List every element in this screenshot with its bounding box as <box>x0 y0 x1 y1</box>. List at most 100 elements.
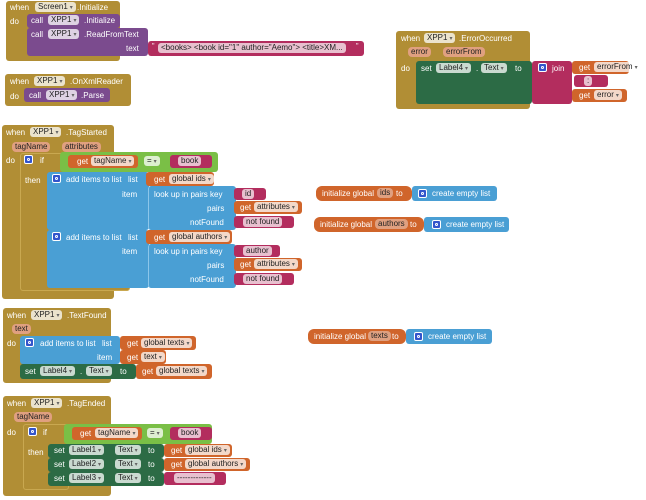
init-label: initialize global <box>320 220 373 229</box>
to-label: to <box>515 64 522 73</box>
init-label: initialize global <box>322 189 375 198</box>
set-label4-text-block[interactable] <box>20 364 136 379</box>
lookup-pairs-ids-block[interactable] <box>148 186 236 230</box>
set-label: set <box>54 474 65 483</box>
item-label: item <box>97 353 113 362</box>
when-label: when <box>6 128 26 137</box>
string-value[interactable]: : <box>584 76 593 86</box>
list-label: list <box>102 339 112 348</box>
init-label: initialize global <box>314 332 367 341</box>
string-value[interactable]: book <box>178 428 202 438</box>
variable-dropdown[interactable]: errorFrom▾ <box>594 62 641 72</box>
do-label: do <box>6 156 15 165</box>
variable-dropdown[interactable]: tagName▾ <box>95 428 139 438</box>
component-dropdown[interactable]: Label4▾ <box>436 63 472 73</box>
string-value[interactable]: book <box>178 156 202 166</box>
create-list-label: create empty list <box>428 332 487 341</box>
string-value[interactable]: id <box>242 189 255 199</box>
property-dropdown[interactable]: Text▾ <box>115 459 141 469</box>
component-dropdown[interactable]: XPP1▾ <box>30 127 62 137</box>
mutator-gear-icon[interactable] <box>28 427 37 436</box>
component-dropdown[interactable]: XPP1▾ <box>31 310 63 320</box>
variable-dropdown[interactable]: global ids▾ <box>169 174 214 184</box>
lookup-label: look up in pairs key <box>154 190 223 199</box>
variable-dropdown[interactable]: text▾ <box>141 352 165 362</box>
create-empty-list-block[interactable] <box>424 217 509 232</box>
operator-dropdown[interactable]: =▾ <box>147 428 163 438</box>
mutator-gear-icon[interactable] <box>418 189 427 198</box>
global-name-field[interactable]: ids <box>377 188 394 198</box>
create-list-label: create empty list <box>432 189 491 198</box>
param-error[interactable]: error <box>408 47 431 57</box>
get-label: get <box>77 157 89 166</box>
variable-dropdown[interactable]: global authors▾ <box>185 459 247 469</box>
string-value[interactable]: author <box>243 246 272 256</box>
string-value[interactable]: <books> <book id="1" author="Aemo"> <tit… <box>158 43 346 53</box>
string-value[interactable]: not found <box>243 217 283 227</box>
add-items-authors-block[interactable] <box>47 230 149 288</box>
param-errorfrom[interactable]: errorFrom <box>443 47 485 57</box>
variable-dropdown[interactable]: attributes▾ <box>254 259 298 269</box>
component-dropdown[interactable]: XPP1▾ <box>48 15 80 25</box>
variable-dropdown[interactable]: global texts▾ <box>156 366 208 376</box>
quote-icon: " <box>152 43 155 50</box>
when-label: when <box>7 311 27 320</box>
create-empty-list-block[interactable] <box>406 329 492 344</box>
param-attributes[interactable]: attributes <box>62 142 101 152</box>
string-value[interactable]: ------------- <box>174 473 215 483</box>
set-label3-text-block[interactable] <box>48 472 164 486</box>
component-dropdown[interactable]: Label1▾ <box>69 445 105 455</box>
mutator-gear-icon[interactable] <box>414 332 423 341</box>
event-name: .OnXmlReader <box>70 77 123 86</box>
mutator-gear-icon[interactable] <box>538 63 547 72</box>
component-dropdown[interactable]: Label3▾ <box>69 473 105 483</box>
variable-dropdown[interactable]: global ids▾ <box>185 445 230 455</box>
create-empty-list-block[interactable] <box>412 186 497 201</box>
set-label: set <box>421 64 432 73</box>
global-name-field[interactable]: authors <box>375 219 408 229</box>
param-text[interactable]: text <box>12 324 31 334</box>
component-dropdown[interactable]: Label2▾ <box>69 459 105 469</box>
to-label: to <box>410 220 417 229</box>
call-label: call <box>31 16 44 25</box>
lookup-pairs-authors-block[interactable] <box>148 244 236 288</box>
property-dropdown[interactable]: Text▾ <box>115 473 141 483</box>
operator-dropdown[interactable]: =▾ <box>144 156 160 166</box>
string-value[interactable]: not found <box>243 274 283 284</box>
mutator-gear-icon[interactable] <box>24 155 33 164</box>
component-dropdown[interactable]: Screen1▾ <box>35 2 76 12</box>
variable-dropdown[interactable]: global texts▾ <box>141 338 193 348</box>
set-label2-text-block[interactable] <box>48 458 164 472</box>
variable-dropdown[interactable]: tagName▾ <box>91 156 135 166</box>
to-label: to <box>392 332 399 341</box>
add-items-ids-block[interactable] <box>47 172 149 230</box>
mutator-gear-icon[interactable] <box>52 232 61 241</box>
call-readfromtext-block[interactable] <box>27 28 148 56</box>
component-dropdown[interactable]: XPP1▾ <box>31 398 63 408</box>
component-dropdown[interactable]: XPP1▾ <box>46 90 78 100</box>
property-dropdown[interactable]: Text▾ <box>115 445 141 455</box>
variable-dropdown[interactable]: error▾ <box>594 90 622 100</box>
component-dropdown[interactable]: XPP1▾ <box>424 33 456 43</box>
get-label: get <box>171 460 183 469</box>
variable-dropdown[interactable]: attributes▾ <box>254 202 298 212</box>
quote-icon: " <box>356 43 359 50</box>
do-label: do <box>10 92 19 101</box>
global-name-field[interactable]: texts <box>368 331 391 341</box>
variable-dropdown[interactable]: global authors▾ <box>169 232 231 242</box>
set-label1-text-block[interactable] <box>48 444 164 458</box>
param-tagname[interactable]: tagName <box>14 412 53 422</box>
property-dropdown[interactable]: Text▾ <box>481 63 507 73</box>
set-label4-text-block[interactable] <box>416 61 532 104</box>
do-label: do <box>10 17 19 26</box>
component-dropdown[interactable]: XPP1▾ <box>34 76 66 86</box>
mutator-gear-icon[interactable] <box>432 220 441 229</box>
component-dropdown[interactable]: XPP1▾ <box>48 29 80 39</box>
add-items-texts-block[interactable] <box>20 336 120 364</box>
param-tagname[interactable]: tagName <box>12 142 51 152</box>
mutator-gear-icon[interactable] <box>25 338 34 347</box>
property-dropdown[interactable]: Text▾ <box>86 366 112 376</box>
component-dropdown[interactable]: Label4▾ <box>40 366 76 376</box>
to-label: to <box>148 474 155 483</box>
mutator-gear-icon[interactable] <box>52 174 61 183</box>
